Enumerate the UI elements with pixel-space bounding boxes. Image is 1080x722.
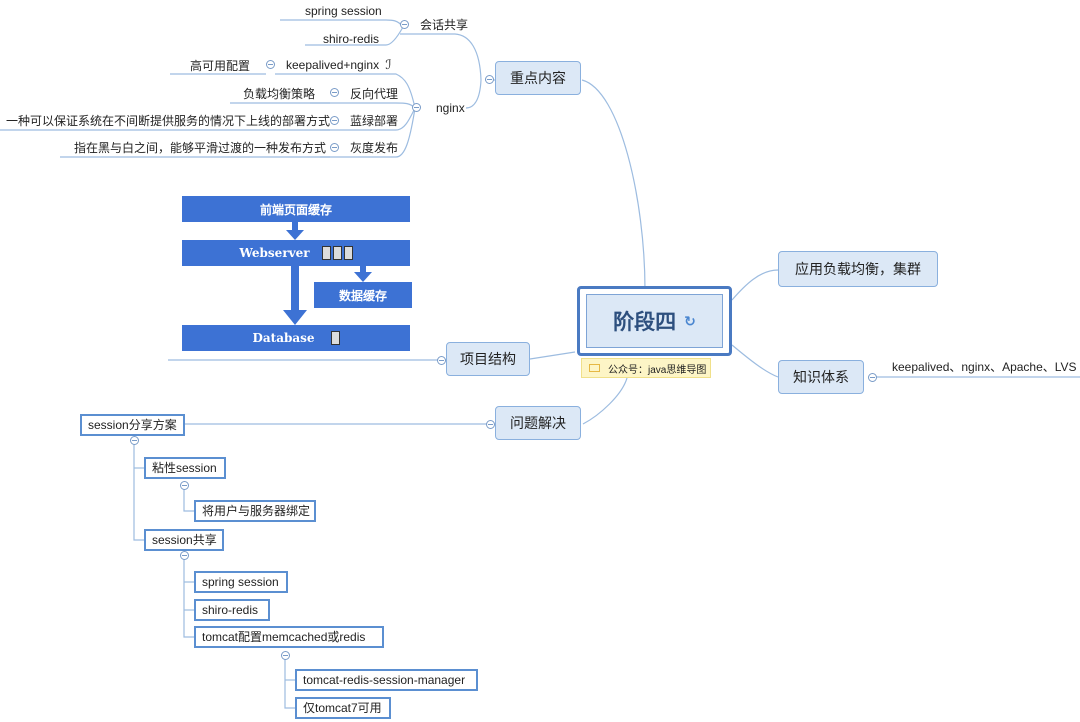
node-tomcat-redis-manager[interactable]: tomcat-redis-session-manager xyxy=(295,669,478,691)
central-topic-inner: 阶段四 ↻ xyxy=(586,294,723,348)
link-icon[interactable]: ℐ xyxy=(385,57,392,72)
collapse-icon[interactable] xyxy=(180,551,189,560)
branch-key-content[interactable]: 重点内容 xyxy=(495,61,581,95)
node-nginx[interactable]: nginx xyxy=(436,101,465,115)
node-keepalived[interactable]: keepalived+nginx ℐ xyxy=(286,57,392,73)
collapse-icon[interactable] xyxy=(437,356,446,365)
node-spring-session-2[interactable]: spring session xyxy=(194,571,288,593)
collapse-icon[interactable] xyxy=(281,651,290,660)
node-gray-release[interactable]: 灰度发布 xyxy=(350,141,399,155)
sync-icon[interactable]: ↻ xyxy=(684,312,696,329)
node-ha-config[interactable]: 高可用配置 xyxy=(190,59,251,73)
collapse-icon[interactable] xyxy=(485,75,494,84)
node-tomcat7-only[interactable]: 仅tomcat7可用 xyxy=(295,697,391,719)
collapse-icon[interactable] xyxy=(486,420,495,429)
node-sticky-session[interactable]: 粘性session xyxy=(144,457,226,479)
collapse-icon[interactable] xyxy=(330,116,339,125)
database-bar: Database xyxy=(182,325,410,351)
node-bind-user[interactable]: 将用户与服务器绑定 xyxy=(194,500,316,522)
data-cache-bar: 数据缓存 xyxy=(314,282,412,308)
webserver-bar: Webserver xyxy=(182,240,410,266)
branch-problem[interactable]: 问题解决 xyxy=(495,406,581,440)
collapse-icon[interactable] xyxy=(266,60,275,69)
node-keepalived-label: keepalived+nginx xyxy=(286,58,380,72)
branch-load-balance[interactable]: 应用负载均衡，集群 xyxy=(778,251,938,287)
topic-note[interactable]: 公众号：java思维导图 xyxy=(581,358,711,378)
node-session-solution[interactable]: session分享方案 xyxy=(80,414,185,436)
note-text: 公众号：java思维导图 xyxy=(608,364,707,376)
architecture-diagram: 前端页面缓存 Webserver 数据缓存 Database xyxy=(168,190,418,360)
database-label: Database xyxy=(252,331,315,345)
node-blue-green-desc[interactable]: 一种可以保证系统在不间断提供服务的情况下上线的部署方式 xyxy=(6,114,331,128)
node-reverse-proxy[interactable]: 反向代理 xyxy=(350,87,399,101)
collapse-icon[interactable] xyxy=(400,20,409,29)
server-icon xyxy=(329,331,340,346)
server-icon xyxy=(320,246,353,261)
webserver-label: Webserver xyxy=(239,246,310,260)
collapse-icon[interactable] xyxy=(130,436,139,445)
branch-knowledge[interactable]: 知识体系 xyxy=(778,360,864,394)
node-blue-green[interactable]: 蓝绿部署 xyxy=(350,114,399,128)
frontend-cache-bar: 前端页面缓存 xyxy=(182,196,410,222)
branch-project[interactable]: 项目结构 xyxy=(446,342,530,376)
node-knowledge-detail[interactable]: keepalived、nginx、Apache、LVS xyxy=(892,360,1077,374)
architecture-arrows xyxy=(283,222,372,325)
node-shiro-redis-2[interactable]: shiro-redis xyxy=(194,599,270,621)
collapse-icon[interactable] xyxy=(412,103,421,112)
node-session-share[interactable]: session共享 xyxy=(144,529,224,551)
collapse-icon[interactable] xyxy=(868,373,877,382)
collapse-icon[interactable] xyxy=(330,88,339,97)
node-session-share[interactable]: 会话共享 xyxy=(420,18,469,32)
node-gray-release-desc[interactable]: 指在黑与白之间，能够平滑过渡的一种发布方式 xyxy=(74,141,327,155)
node-spring-session[interactable]: spring session xyxy=(305,4,382,18)
node-tomcat-config[interactable]: tomcat配置memcached或redis xyxy=(194,626,384,648)
collapse-icon[interactable] xyxy=(180,481,189,490)
node-shiro-redis[interactable]: shiro-redis xyxy=(323,32,380,46)
collapse-icon[interactable] xyxy=(330,143,339,152)
central-topic-title: 阶段四 xyxy=(613,311,677,334)
node-lb-strategy[interactable]: 负载均衡策略 xyxy=(243,87,316,101)
note-icon xyxy=(589,364,600,372)
central-topic[interactable]: 阶段四 ↻ xyxy=(577,286,732,356)
